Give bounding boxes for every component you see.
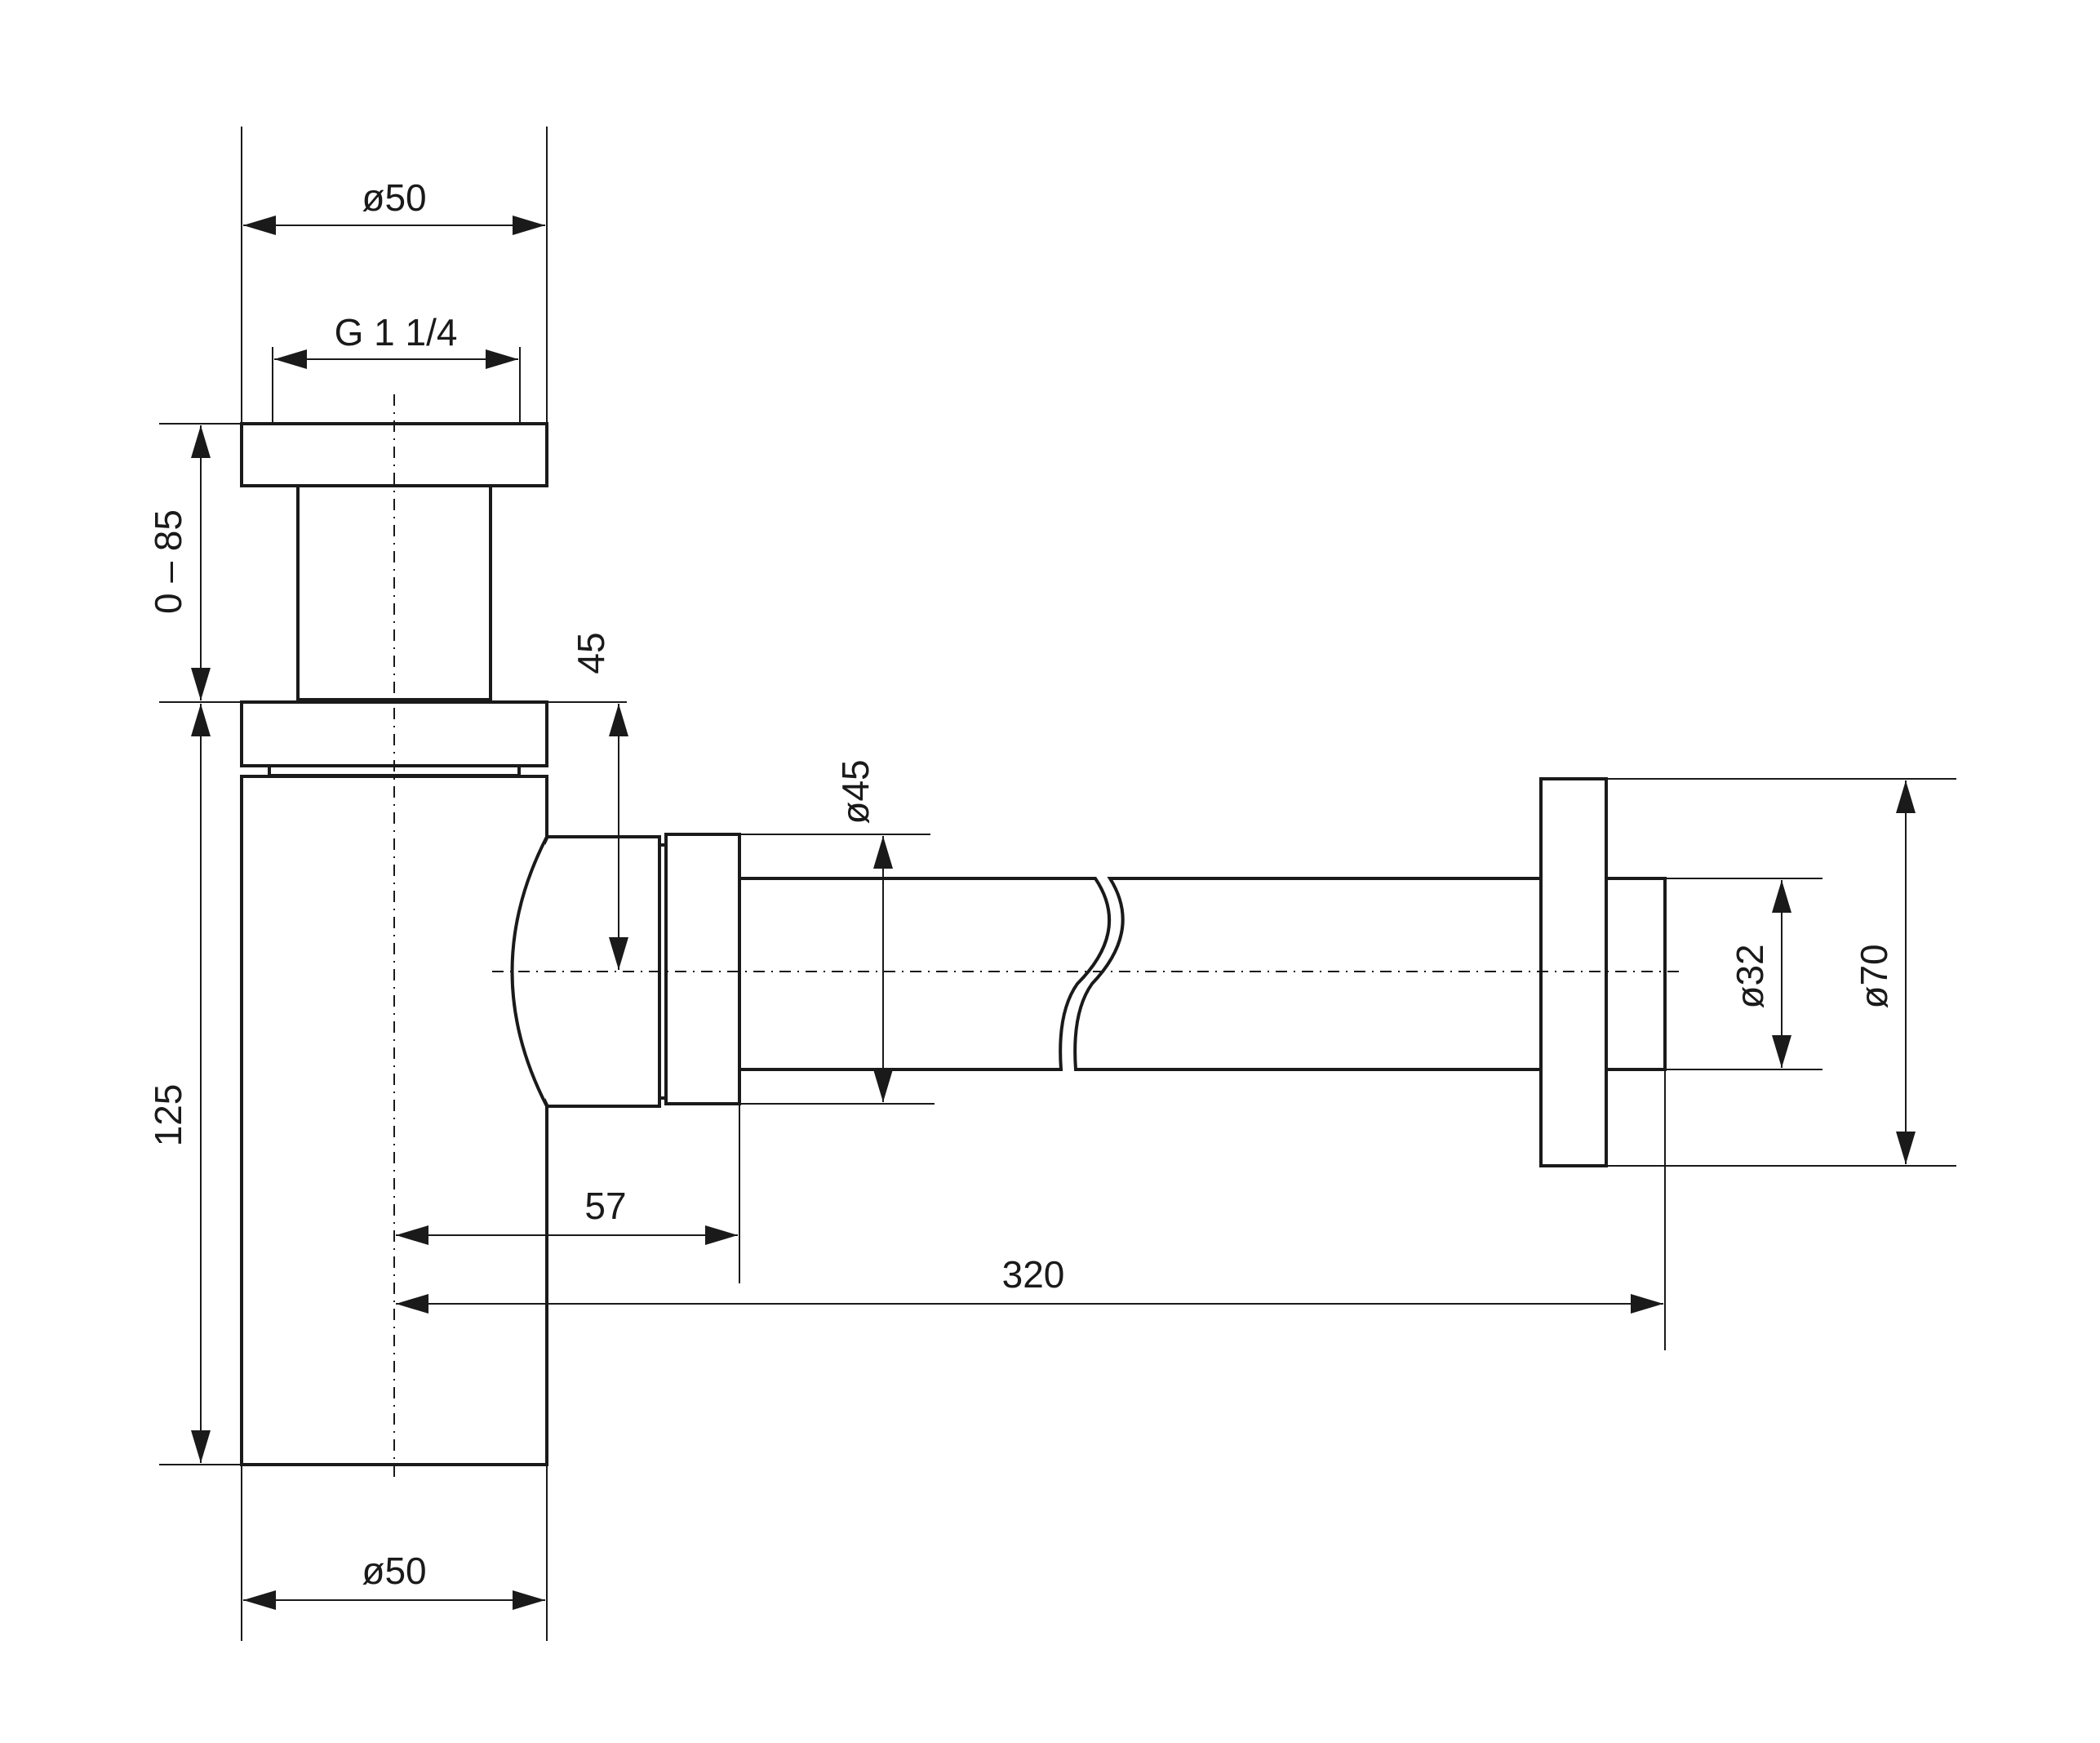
label-top-diameter: ø50 [362, 176, 426, 219]
label-offset-short: 57 [584, 1185, 626, 1227]
label-adjust-range: 0 – 85 [147, 509, 189, 614]
dimension-labels: ø50 G 1 1/4 0 – 85 45 125 ø45 57 320 ø32… [147, 176, 1895, 1592]
horizontal-pipe-right [1073, 877, 1541, 1071]
label-inlet-height: 45 [570, 632, 612, 674]
trap-geometry [240, 394, 1681, 1483]
union-nut [664, 833, 741, 1105]
label-pipe-diameter: ø45 [834, 759, 877, 824]
label-thread: G 1 1/4 [335, 311, 458, 353]
label-body-height: 125 [147, 1084, 189, 1147]
label-offset-long: 320 [1002, 1253, 1065, 1296]
wall-pipe-end [1605, 877, 1667, 1071]
outlet-elbow [510, 835, 661, 1108]
label-wall-pipe-diameter: ø32 [1729, 944, 1771, 1008]
label-rosette-diameter: ø70 [1853, 944, 1895, 1008]
label-bottom-diameter: ø50 [362, 1550, 426, 1592]
bottle-body [240, 775, 548, 1466]
extension-lines [159, 127, 1956, 1641]
horizontal-pipe-left [739, 877, 1112, 1071]
dimension-lines [191, 216, 1916, 1610]
